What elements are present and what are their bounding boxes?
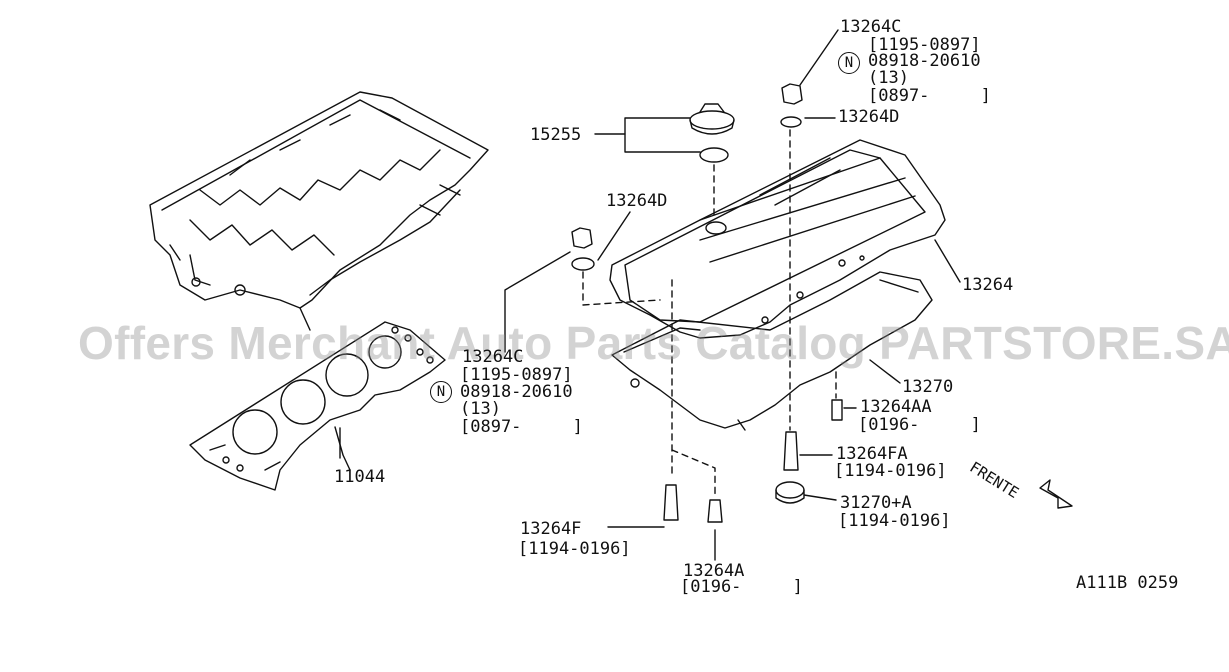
label-13264A-range: [0196- ] [680,577,803,597]
label-13270: 13270 [902,377,954,397]
watermark-text: Offers Merchant Auto Parts Catalog PARTS… [78,317,1229,369]
fastener-drawing [571,83,843,523]
label-08918-mid-qty: (13) [460,399,501,419]
head-gasket-drawing [189,321,446,491]
label-13264F-range: [1194-0196] [518,539,631,559]
label-13264D-mid: 13264D [606,191,668,211]
diagram-code: A111B 0259 [1076,573,1179,593]
n-symbol-icon: N [838,52,860,74]
label-13264A: 13264A [683,561,745,581]
label-08918-top: 08918-20610 [868,51,981,71]
label-31270A-range: [1194-0196] [838,511,951,531]
label-13264D-top: 13264D [838,107,900,127]
label-11044: 11044 [334,467,386,487]
oil-filler-cap-drawing [689,103,735,163]
label-13264F: 13264F [520,519,582,539]
frente-arrow-icon [1039,479,1073,509]
valve-cover-gasket-drawing [611,271,933,431]
label-13264C-mid: 13264C [462,347,524,367]
label-31270A: 31270+A [840,493,912,513]
valve-cover-drawing [609,139,946,339]
label-13264C-top-range: [1195-0897] [868,35,981,55]
label-13264AA: 13264AA [860,397,932,417]
label-13264FA: 13264FA [836,444,908,464]
leader-lines [339,29,961,561]
label-08918-mid-range: [0897- ] [460,417,583,437]
label-13264: 13264 [962,275,1014,295]
label-08918-top-qty: (13) [868,68,909,88]
label-08918-top-range: [0897- ] [868,86,991,106]
n-symbol-mid-icon: N [430,381,452,403]
label-13264C-mid-range: [1195-0897] [460,365,573,385]
label-15255: 15255 [530,125,582,145]
label-13264C-top: 13264C [840,17,902,37]
assembly-lines [582,129,837,496]
label-13264AA-range: [0196- ] [858,415,981,435]
label-08918-mid: 08918-20610 [460,382,573,402]
label-13264FA-range: [1194-0196] [834,461,947,481]
cylinder-head-drawing [149,91,489,331]
